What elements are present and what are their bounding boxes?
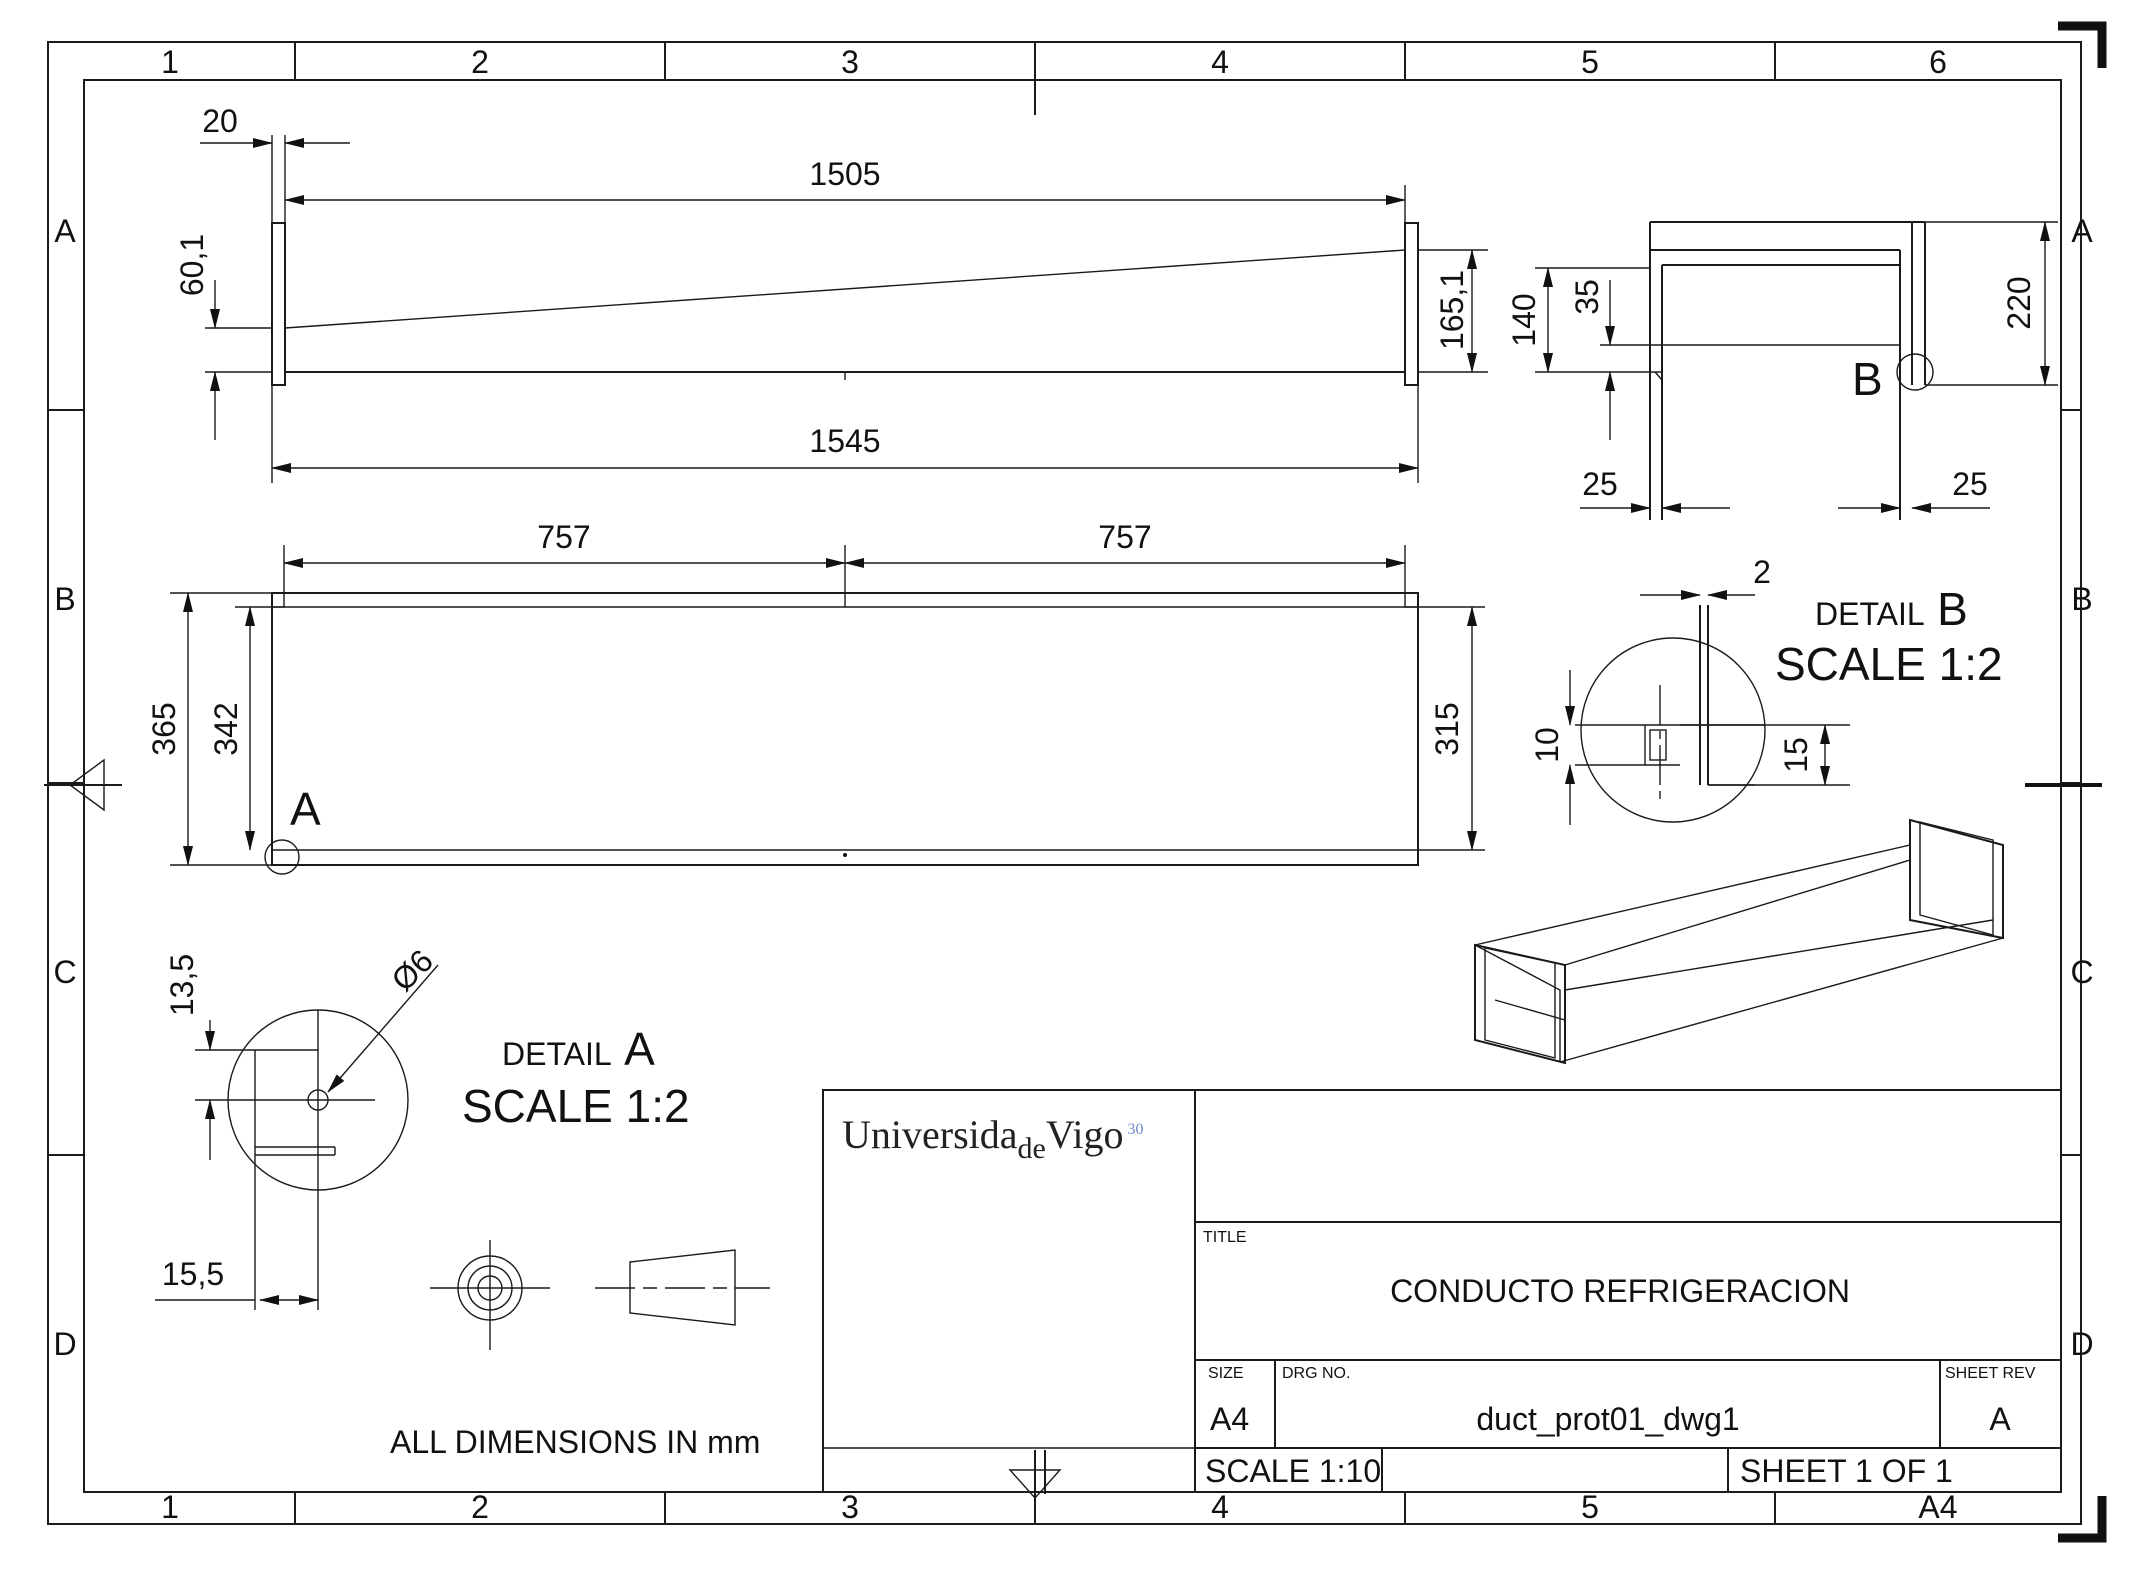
col-label: 6 xyxy=(1929,44,1947,80)
zone-labels: 1 2 3 4 5 6 1 2 3 4 5 A4 A B C D A B C D xyxy=(53,44,2093,1525)
dim-detail-b-thickness: 2 xyxy=(1753,554,1771,590)
title-block xyxy=(822,1089,2062,1493)
row-label: D xyxy=(53,1326,76,1362)
col-label: 4 xyxy=(1211,44,1229,80)
logo-text-a: Universida xyxy=(842,1112,1018,1157)
sheet-size: A4 xyxy=(1210,1401,1249,1437)
col-label: 3 xyxy=(841,44,859,80)
sheet-count: SHEET 1 OF 1 xyxy=(1740,1453,1953,1489)
col-label: 5 xyxy=(1581,44,1599,80)
detail-a-marker: A xyxy=(290,783,321,835)
col-label: 2 xyxy=(471,1489,489,1525)
dim-hole-diameter: Ø6 xyxy=(384,942,440,998)
col-label: 1 xyxy=(161,1489,179,1525)
sheet-border xyxy=(44,21,2107,1543)
logo-mark: 30 xyxy=(1127,1121,1143,1138)
drg-caption: DRG NO. xyxy=(1282,1365,1350,1382)
dim-left-wall: 25 xyxy=(1582,466,1618,502)
dim-start-height: 60,1 xyxy=(174,234,210,296)
col-label: A4 xyxy=(1918,1489,1957,1525)
detail-a-view xyxy=(155,964,439,1310)
detail-a-letter: A xyxy=(624,1023,655,1075)
row-label: C xyxy=(53,954,76,990)
row-label: A xyxy=(54,213,76,249)
front-view xyxy=(200,135,1488,483)
col-label: 3 xyxy=(841,1489,859,1525)
side-view xyxy=(1535,221,2058,520)
dim-detail-a-top: 13,5 xyxy=(164,954,200,1016)
col-label: 1 xyxy=(161,44,179,80)
col-label: 2 xyxy=(471,44,489,80)
top-view xyxy=(170,545,1485,875)
dim-side-height: 140 xyxy=(1506,293,1542,346)
dim-side-offset: 35 xyxy=(1569,279,1605,315)
sheet-revision: A xyxy=(1989,1401,2011,1437)
title-caption: TITLE xyxy=(1203,1229,1247,1246)
dim-detail-b-right: 15 xyxy=(1778,737,1814,773)
dim-right-wall: 25 xyxy=(1952,466,1988,502)
dim-width-outer: 365 xyxy=(146,702,182,755)
dim-detail-a-bottom: 15,5 xyxy=(162,1256,224,1292)
dim-detail-b-left: 10 xyxy=(1529,727,1565,763)
detail-a-heading: DETAIL A xyxy=(502,1023,655,1075)
detail-b-scale: SCALE 1:2 xyxy=(1775,638,2003,690)
dim-end-height-side: 220 xyxy=(2001,276,2037,329)
dim-end-height: 165,1 xyxy=(1434,270,1470,350)
row-label: B xyxy=(2071,581,2092,617)
dim-width-inner: 342 xyxy=(208,702,244,755)
detail-b-word: DETAIL xyxy=(1815,596,1925,632)
logo-text-c: Vigo xyxy=(1046,1112,1124,1157)
drawing-number: duct_prot01_dwg1 xyxy=(1476,1401,1739,1437)
dim-half-left: 757 xyxy=(537,519,590,555)
detail-b-heading: DETAIL B xyxy=(1815,583,1968,635)
drawing-scale: SCALE 1:10 xyxy=(1205,1453,1381,1489)
col-label: 4 xyxy=(1211,1489,1229,1525)
detail-a-scale: SCALE 1:2 xyxy=(462,1080,690,1132)
drawing-title: CONDUCTO REFRIGERACION xyxy=(1390,1273,1850,1309)
logo-text-b: de xyxy=(1018,1132,1046,1165)
projection-symbol xyxy=(430,1240,770,1350)
units-note: ALL DIMENSIONS IN mm xyxy=(390,1424,760,1460)
size-caption: SIZE xyxy=(1208,1365,1244,1382)
row-label: B xyxy=(54,581,75,617)
detail-b-view xyxy=(1565,590,1850,825)
isometric-view xyxy=(1474,818,2004,1065)
dim-flange-width: 20 xyxy=(202,103,238,139)
col-label: 5 xyxy=(1581,1489,1599,1525)
row-label: C xyxy=(2070,954,2093,990)
dim-half-right: 757 xyxy=(1098,519,1151,555)
detail-a-word: DETAIL xyxy=(502,1036,612,1072)
row-label: D xyxy=(2070,1326,2093,1362)
dim-width-end: 315 xyxy=(1429,702,1465,755)
detail-b-letter: B xyxy=(1937,583,1968,635)
rev-caption: SHEET REV xyxy=(1945,1365,2036,1382)
dim-inner-length: 1505 xyxy=(809,156,880,192)
dim-total-length: 1545 xyxy=(809,423,880,459)
row-label: A xyxy=(2071,213,2093,249)
detail-b-marker: B xyxy=(1852,353,1883,405)
